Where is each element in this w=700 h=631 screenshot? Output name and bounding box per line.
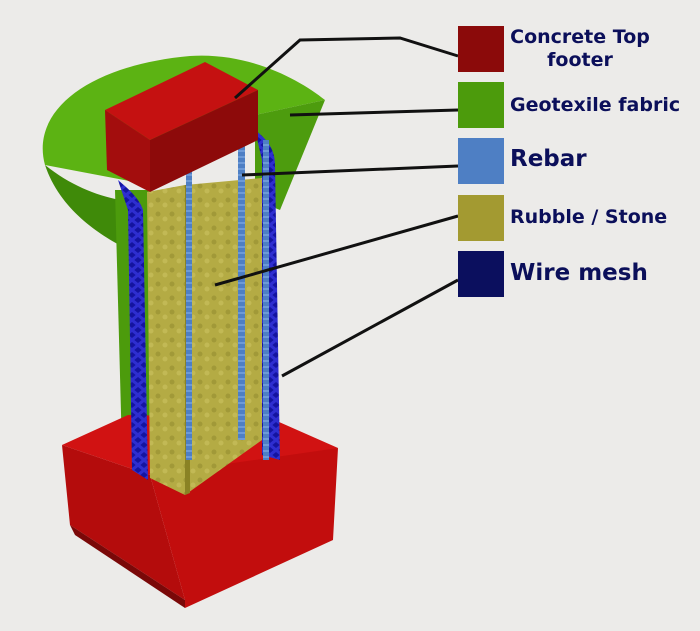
- concrete-base-shadow: [70, 525, 185, 608]
- leader-line-geotextile: [289, 108, 459, 117]
- rebar-rod-2: [238, 130, 245, 440]
- geotextile-cap-rim: [45, 165, 125, 248]
- rebar-rod-1: [186, 160, 192, 460]
- concrete-top-footer-right: [150, 90, 258, 192]
- leader-line-concrete: [234, 36, 459, 100]
- rebar-rod-3: [263, 140, 269, 460]
- concrete-base-front: [62, 445, 185, 600]
- concrete-top-footer-top: [105, 62, 258, 140]
- leader-line-rubble: [214, 214, 459, 287]
- rubble-core-front: [147, 185, 185, 495]
- leader-line-rebar: [241, 164, 459, 177]
- rubble-core-right: [185, 178, 262, 495]
- concrete-base-right: [150, 448, 338, 608]
- concrete-top-footer-front: [105, 110, 150, 192]
- leader-line-wire-mesh: [281, 278, 459, 378]
- wire-mesh-strand-left: [118, 180, 148, 480]
